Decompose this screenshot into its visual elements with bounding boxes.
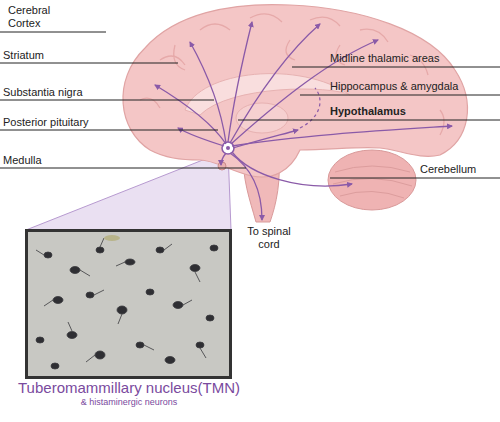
structure-label: Hypothalamus bbox=[330, 105, 406, 118]
structure-label: Cerebellum bbox=[420, 163, 476, 176]
inset-frame bbox=[25, 229, 232, 379]
structure-label: Hippocampus & amygdala bbox=[330, 80, 458, 93]
nucleus-subtitle: & histaminergic neurons bbox=[4, 397, 254, 408]
structure-label: Striatum bbox=[3, 49, 44, 62]
structure-label: Medulla bbox=[3, 154, 42, 167]
structure-label: Midline thalamic areas bbox=[330, 52, 439, 65]
structure-label: Posterior pituitary bbox=[3, 116, 89, 129]
structure-label: To spinal cord bbox=[238, 225, 300, 251]
structure-label: Substantia nigra bbox=[3, 86, 83, 99]
structure-label: Cerebral Cortex bbox=[8, 4, 78, 30]
nucleus-title: Tuberomammillary nucleus(TMN) bbox=[4, 379, 254, 397]
micrograph-inset: Tuberomammillary nucleus(TMN)& histamine… bbox=[4, 229, 254, 408]
